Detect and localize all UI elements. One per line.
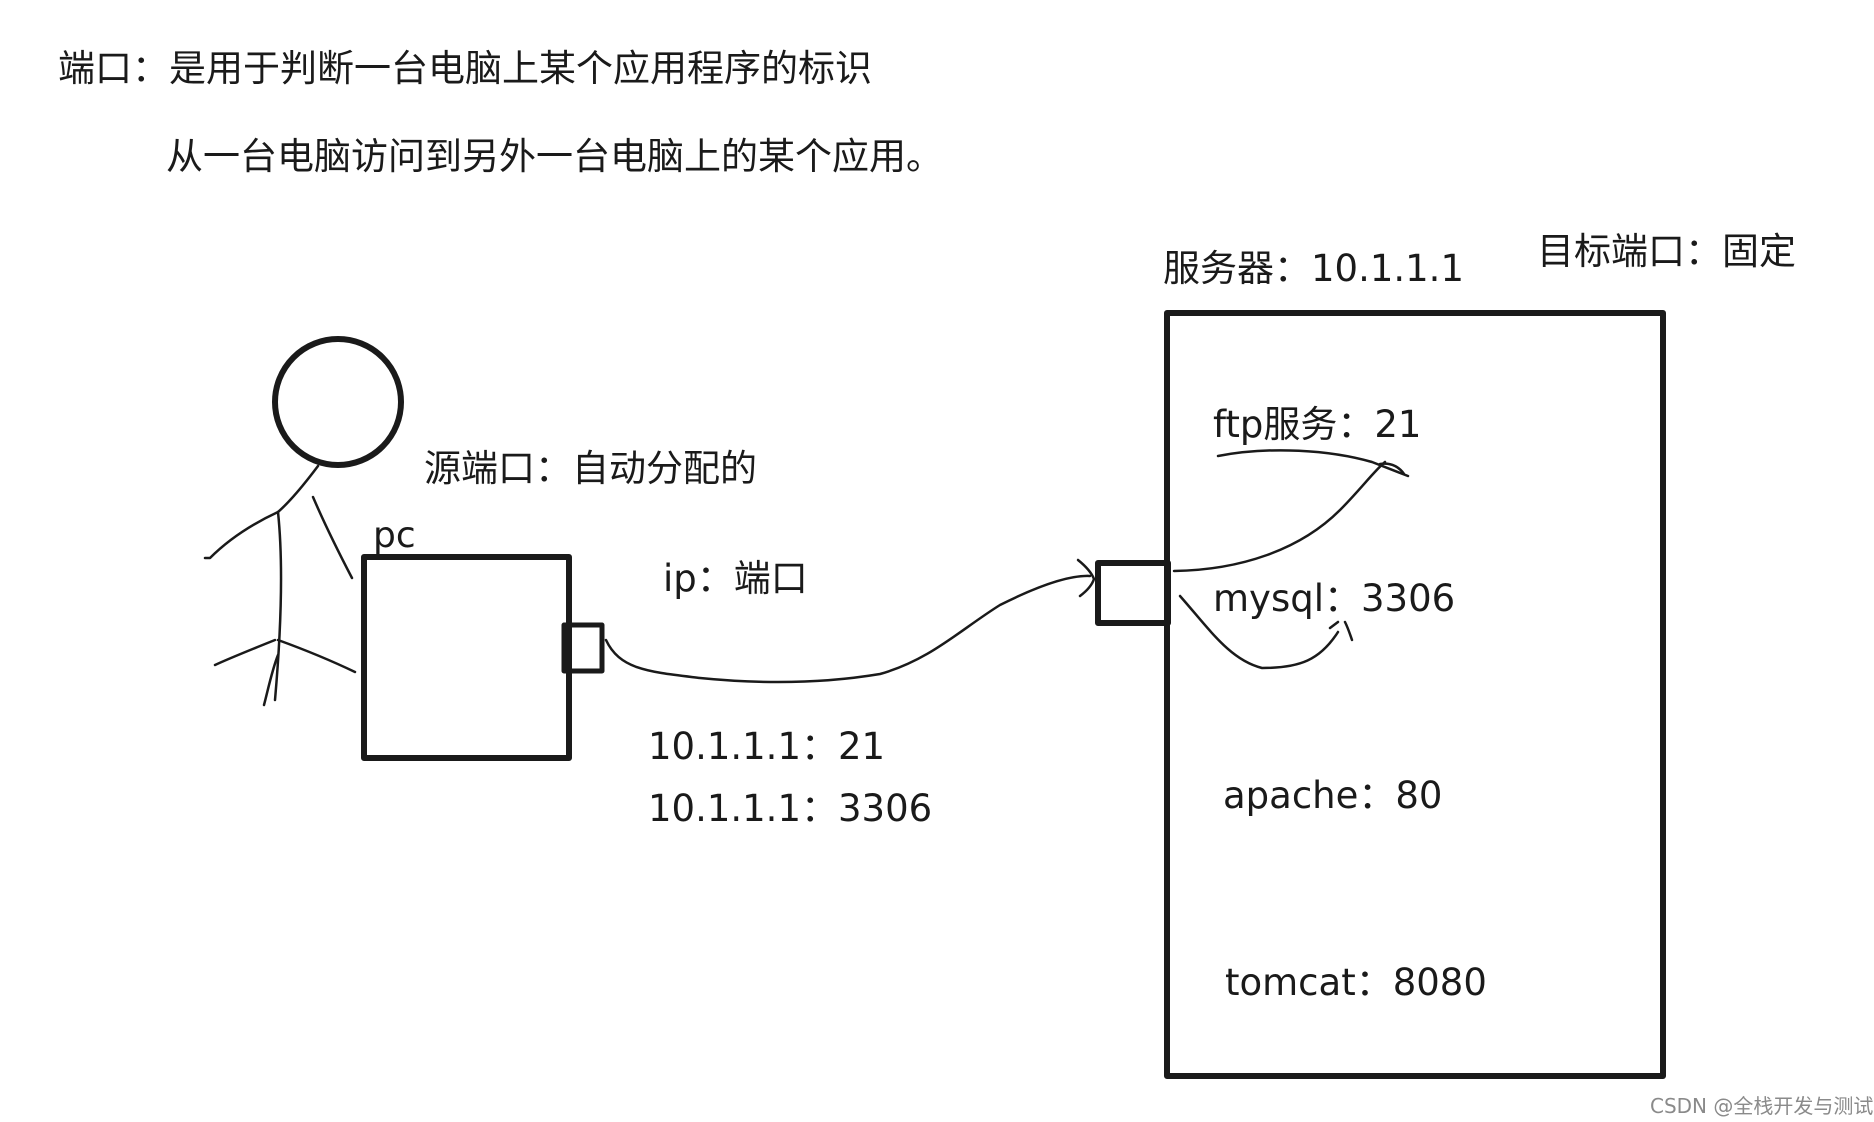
mysql-routing-curve — [1178, 594, 1340, 670]
ftp-underline-arrow — [1216, 449, 1410, 478]
stick-figure-arm-left — [203, 510, 280, 560]
connection-label: ip：端口 — [663, 557, 808, 600]
service-tomcat: tomcat：8080 — [1225, 961, 1487, 1004]
diagram-title: 端口：是用于判断一台电脑上某个应用程序的标识 — [58, 47, 872, 90]
service-ftp: ftp服务：21 — [1213, 403, 1422, 446]
stick-figure-neck — [276, 464, 320, 514]
diagram-subtitle: 从一台电脑访问到另外一台电脑上的某个应用。 — [166, 135, 943, 178]
watermark: CSDN @全栈开发与测试 — [1650, 1094, 1874, 1118]
service-mysql: mysql：3306 — [1213, 577, 1456, 620]
connection-address: 10.1.1.1：3306 — [648, 787, 933, 830]
service-apache: apache：80 — [1223, 774, 1443, 817]
connection-address: 10.1.1.1：21 — [648, 725, 886, 768]
server-port — [1095, 560, 1171, 626]
connection-wire — [604, 574, 1092, 684]
stick-figure-leg-left — [213, 638, 280, 707]
server-box — [1164, 310, 1666, 1079]
stick-figure-head — [272, 336, 404, 468]
stick-figure-body — [273, 510, 283, 702]
server-label: 服务器：10.1.1.1 — [1163, 247, 1464, 290]
source-port-note: 源端口：自动分配的 — [424, 447, 757, 490]
stick-figure-leg-right — [276, 638, 357, 674]
ftp-routing-curve — [1172, 460, 1387, 573]
connection-arrowhead — [1076, 558, 1096, 598]
pc-box — [361, 554, 572, 761]
target-port-note: 目标端口：固定 — [1537, 230, 1796, 273]
pc-label: pc — [373, 515, 416, 556]
pc-port — [561, 622, 605, 674]
stick-figure-arm-right — [311, 495, 354, 580]
mysql-arrowhead — [1328, 620, 1354, 642]
stick-figure — [203, 336, 404, 707]
